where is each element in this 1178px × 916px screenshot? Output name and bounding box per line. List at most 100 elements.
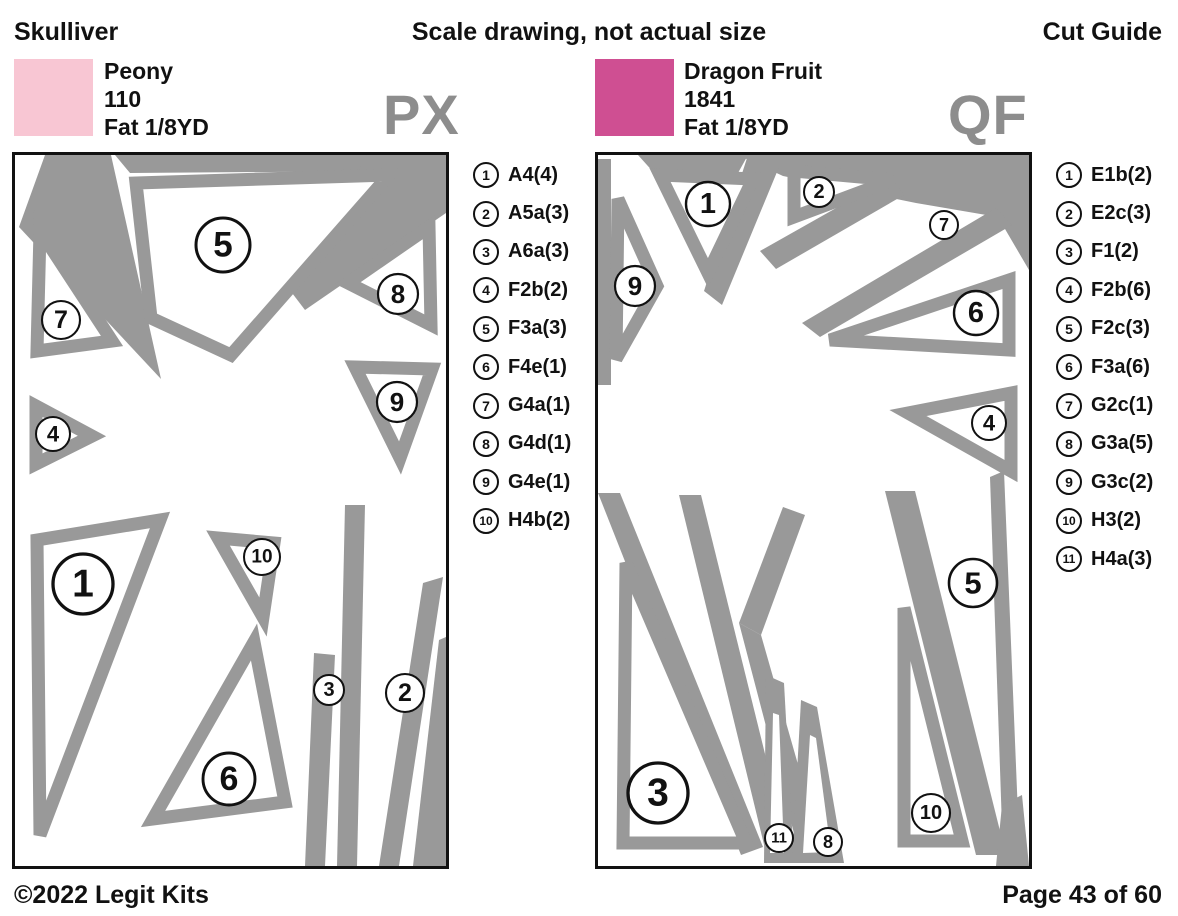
piece-number-badge-10: 10 [243, 538, 281, 576]
legend-piece-number: 11 [1056, 546, 1082, 573]
fabric-name: Peony [104, 58, 174, 84]
legend-piece-label: H4a(3) [1091, 547, 1153, 570]
legend-piece-number: 1 [473, 162, 499, 189]
legend-piece-number: 9 [1056, 469, 1082, 496]
gray-band [679, 495, 790, 861]
gray-band [704, 155, 784, 305]
gray-band [598, 159, 611, 385]
legend-piece-label: F2b(6) [1091, 278, 1151, 301]
piece-number-text: 5 [213, 226, 232, 265]
piece-number-badge-6: 6 [952, 289, 1000, 337]
piece-number-text: 6 [968, 297, 984, 329]
piece-number-badge-8: 8 [813, 827, 843, 857]
piece-layout-svg-px: 1 2 3 4 5 6 7 8 9 10 [19, 155, 446, 866]
piece-number-badge-9: 9 [375, 380, 419, 424]
piece-number-circle [952, 289, 1000, 337]
piece-number-circle [313, 674, 345, 706]
legend-piece-number: 10 [473, 507, 499, 534]
legend-piece-label: H3(2) [1091, 509, 1142, 532]
piece-number-circle [384, 672, 426, 714]
piece-number-badge-2: 2 [384, 672, 426, 714]
piece-number-circle [626, 761, 690, 825]
fabric-number: 1841 [684, 86, 736, 112]
legend-piece-number: 2 [473, 200, 499, 227]
piece-number-text: 9 [390, 387, 404, 417]
piece-number-circle [40, 299, 82, 341]
gray-band [413, 637, 446, 866]
copyright-text: ©2022 Legit Kits [14, 881, 209, 909]
piece-number-badge-5: 5 [194, 216, 252, 274]
piece-number-text: 3 [647, 772, 669, 815]
piece-number-badge-5: 5 [947, 557, 999, 609]
piece-number-badge-1: 1 [51, 552, 115, 616]
piece-number-badge-3: 3 [313, 674, 345, 706]
piece-number-text: 10 [251, 547, 272, 568]
piece-number-circle [813, 827, 843, 857]
piece-number-text: 8 [823, 832, 833, 852]
gray-band [739, 507, 805, 635]
piece-number-circle [947, 557, 999, 609]
legend-row: 5 F2c(3) [1056, 310, 1153, 348]
fabric-info-peony: Peony 110 Fat 1/8YD [104, 57, 209, 141]
legend-piece-number: 8 [1056, 430, 1082, 457]
piece-number-badge-9: 9 [613, 264, 657, 308]
piece-number-text: 7 [54, 306, 68, 334]
piece-number-circle [375, 380, 419, 424]
legend-piece-label: G3a(5) [1091, 432, 1154, 455]
cut-guide-label: Cut Guide [1042, 18, 1162, 46]
legend-piece-label: F2b(2) [508, 278, 568, 301]
legend-row: 3 A6a(3) [473, 233, 571, 271]
gray-band [738, 155, 1029, 270]
fabric-swatch-peony [14, 59, 93, 136]
legend-piece-label: A6a(3) [508, 240, 570, 263]
piece-number-circle [194, 216, 252, 274]
piece-number-circle [803, 176, 835, 208]
piece-number-circle [201, 751, 257, 807]
piece-number-text: 4 [47, 422, 60, 447]
legend-piece-number: 6 [473, 354, 499, 381]
piece-number-text: 6 [220, 760, 239, 798]
piece-number-circle [613, 264, 657, 308]
gray-band [885, 491, 1006, 855]
piece-number-text: 8 [391, 279, 405, 309]
legend-piece-number: 9 [473, 469, 499, 496]
gray-band [305, 653, 335, 866]
legend-piece-number: 10 [1056, 507, 1082, 534]
piece-number-text: 2 [813, 181, 824, 203]
piece-number-badge-4: 4 [35, 416, 71, 452]
legend-piece-label: G4e(1) [508, 470, 571, 493]
gray-band [996, 795, 1029, 866]
legend-piece-label: H4b(2) [508, 509, 571, 532]
piece-number-circle [376, 272, 420, 316]
gray-band [760, 177, 904, 269]
legend-piece-number: 5 [1056, 315, 1082, 342]
legend-piece-number: 4 [473, 277, 499, 304]
piece-number-circle [929, 210, 959, 240]
legend-piece-number: 3 [473, 238, 499, 265]
piece-number-text: 11 [771, 830, 787, 847]
legend-piece-label: F2c(3) [1091, 317, 1150, 340]
gray-band [802, 208, 1012, 337]
legend-piece-label: G2c(1) [1091, 394, 1154, 417]
legend-piece-number: 6 [1056, 354, 1082, 381]
piece-number-badge-8: 8 [376, 272, 420, 316]
piece-number-text: 2 [398, 679, 412, 707]
fabric-cut: Fat 1/8YD [104, 114, 209, 140]
fabric-cut: Fat 1/8YD [684, 114, 789, 140]
legend-row: 10 H3(2) [1056, 502, 1153, 540]
legend-row: 8 G3a(5) [1056, 425, 1153, 463]
legend-piece-label: G3c(2) [1091, 470, 1154, 493]
piece-number-circle [51, 552, 115, 616]
legend-piece-number: 7 [473, 392, 499, 419]
panel-code-px: PX [383, 83, 460, 146]
